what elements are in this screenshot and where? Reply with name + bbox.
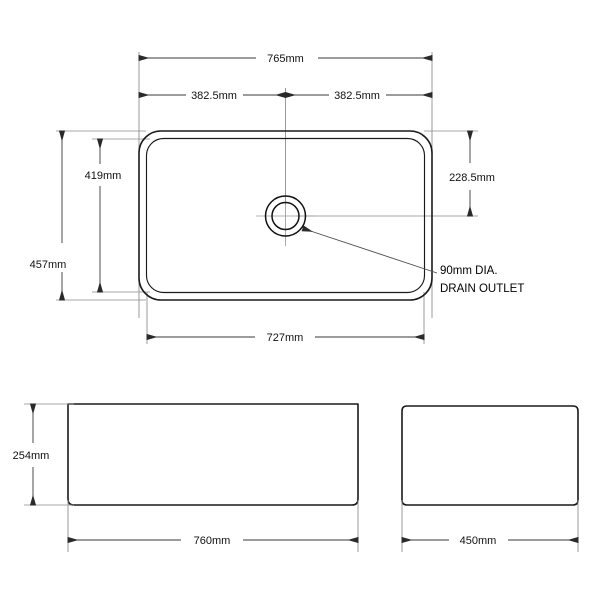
drain-note-line-1: 90mm DIA. [440, 265, 498, 277]
dimension-label-457mm: 457mm [30, 259, 67, 271]
front-elevation-body [67, 403, 359, 506]
dimension-drain-offset: 228.5mm [449, 130, 495, 217]
dimension-side-width: 450mm [401, 535, 579, 547]
dimension-overall-depth: 457mm [30, 130, 67, 301]
top-view-sink-body [138, 130, 433, 301]
front-elevation-extension-lines [24, 403, 359, 552]
dimension-label-765mm: 765mm [267, 53, 304, 65]
drain-note-line-2: DRAIN OUTLET [440, 283, 524, 295]
dimension-label-419mm: 419mm [85, 170, 122, 182]
drain-leader-line [301, 225, 438, 274]
dimension-inner-width: 727mm [146, 332, 425, 344]
dimension-label-382-5mm-left: 382.5mm [191, 90, 237, 102]
dimension-overall-width: 765mm [138, 53, 433, 65]
drain-outlet [256, 186, 316, 246]
dimension-label-760mm: 760mm [194, 535, 231, 547]
dimension-front-height: 254mm [13, 403, 50, 506]
dimension-half-width-right: 382.5mm [285, 90, 433, 102]
dimension-inner-depth: 419mm [85, 138, 122, 293]
dimension-label-382-5mm-right: 382.5mm [334, 90, 380, 102]
dimension-label-228-5mm: 228.5mm [449, 172, 495, 184]
drain-outlet-note: 90mm DIA. DRAIN OUTLET [440, 265, 524, 295]
dimension-label-727mm: 727mm [267, 332, 304, 344]
side-elevation-body [401, 405, 579, 506]
dimension-label-254mm: 254mm [13, 450, 50, 462]
dimension-front-width: 760mm [67, 535, 359, 547]
dimension-half-width-left: 382.5mm [138, 90, 286, 102]
side-elevation-extension-lines [401, 500, 579, 552]
dimension-label-450mm: 450mm [460, 535, 497, 547]
